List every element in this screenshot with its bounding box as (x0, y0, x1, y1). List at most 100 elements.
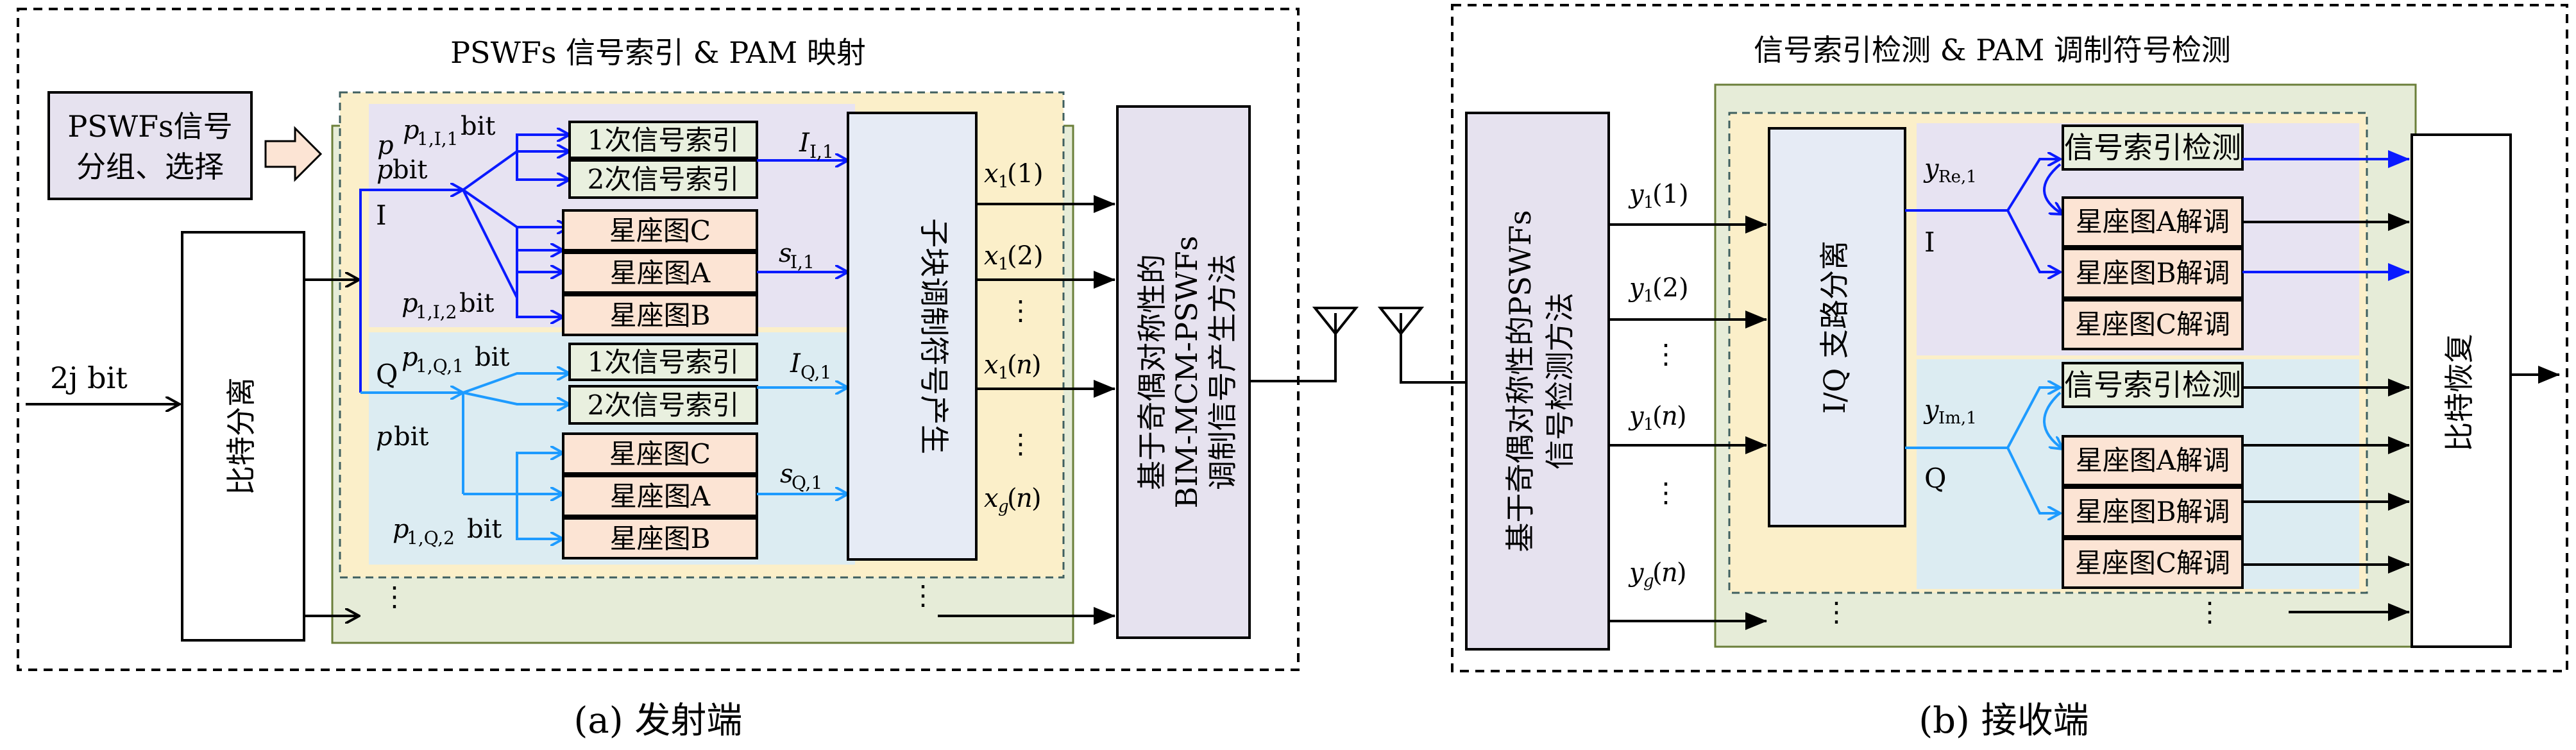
svg-text:bit: bit (393, 155, 427, 185)
svg-text:星座图C: 星座图C (609, 438, 711, 470)
svg-text:I,1: I,1 (809, 141, 834, 162)
svg-text:y: y (1628, 558, 1645, 588)
svg-text:1: 1 (1643, 287, 1654, 306)
input-bits-label: 2j bit (50, 361, 128, 395)
rx-q-idx (2062, 362, 2244, 408)
receiver-frame (1451, 4, 2568, 672)
svg-text:(: ( (1007, 484, 1017, 513)
symbol-gen-label: 子块调制符号产生 (917, 218, 951, 454)
tx-i-idx1 (568, 121, 758, 159)
rx-i-demod-a (2062, 196, 2244, 248)
svg-text:星座图A解调: 星座图A解调 (2076, 206, 2230, 237)
svg-text:1次信号索引: 1次信号索引 (588, 346, 740, 378)
svg-text:1,I,2: 1,I,2 (416, 302, 457, 323)
svg-text:p: p (403, 115, 419, 145)
svg-text:BIM-MCM-PSWFs: BIM-MCM-PSWFs (1169, 236, 1204, 509)
svg-text:1,Q,1: 1,Q,1 (416, 355, 464, 377)
svg-text:1: 1 (998, 173, 1009, 192)
tx-i-const-b (562, 294, 758, 336)
svg-text:p: p (377, 131, 394, 160)
svg-text:bit: bit (461, 112, 495, 141)
svg-text:n: n (1016, 350, 1033, 380)
svg-text:x: x (984, 484, 999, 513)
svg-text:星座图B: 星座图B (610, 300, 711, 331)
svg-text:I: I (1924, 226, 1935, 258)
transmitter-title: PSWFs 信号索引 & PAM 映射 (450, 35, 866, 70)
svg-text:Q,1: Q,1 (792, 472, 822, 493)
svg-text:⋮: ⋮ (1007, 294, 1034, 326)
svg-text:x: x (984, 241, 999, 271)
svg-text:bit: bit (394, 422, 428, 452)
svg-text:y: y (1923, 154, 1940, 183)
svg-text:g: g (1643, 572, 1654, 591)
generator-box (1116, 105, 1251, 639)
receiver-panel: 信号索引检测 & PAM 调制符号检测 基于奇偶对称性的PSWFs 信号检测方法… (1377, 4, 2568, 742)
svg-text:星座图A解调: 星座图A解调 (2076, 445, 2230, 476)
transmitter-panel: PSWFs 信号索引 & PAM 映射 PSWFs信号 分组、选择 2j bit… (17, 8, 1359, 742)
svg-text:n: n (1661, 558, 1678, 588)
transmitter-caption: (a) 发射端 (574, 700, 743, 742)
rx-q-demod-a (2062, 435, 2244, 486)
svg-text:Q: Q (1924, 463, 1946, 494)
svg-text:Im,1: Im,1 (1938, 409, 1977, 428)
svg-text:bit: bit (475, 343, 509, 372)
rx-q-demod-b (2062, 486, 2244, 538)
svg-text:Q,1: Q,1 (801, 362, 831, 383)
svg-text:n: n (1016, 484, 1033, 513)
svg-text:x: x (984, 350, 999, 380)
svg-text:p: p (402, 343, 418, 372)
receiver-title: 信号索引检测 & PAM 调制符号检测 (1754, 33, 2231, 67)
group-select-line2: 分组、选择 (76, 149, 224, 184)
svg-text:y: y (1628, 273, 1645, 303)
svg-text:2次信号索引: 2次信号索引 (588, 164, 740, 195)
svg-text:星座图C: 星座图C (609, 215, 711, 246)
svg-text:星座图C解调: 星座图C解调 (2075, 309, 2230, 340)
transmitter-frame (17, 8, 1300, 671)
tx-q-idx2 (568, 385, 758, 425)
svg-text:I,1: I,1 (790, 251, 815, 273)
svg-text:星座图B解调: 星座图B解调 (2076, 496, 2230, 527)
svg-text:p: p (376, 422, 393, 452)
hollow-arrow-icon (264, 126, 323, 182)
svg-text:g: g (998, 497, 1009, 516)
iq-split-box (1768, 127, 1906, 527)
svg-text:(1): (1) (1007, 159, 1044, 189)
rx-i-idx (2062, 124, 2244, 171)
svg-text:I/Q 支路分离: I/Q 支路分离 (1817, 241, 1852, 414)
rx-i-demod-c (2062, 299, 2244, 350)
svg-text:(1): (1) (1652, 180, 1689, 209)
svg-text:1,I,1: 1,I,1 (417, 128, 459, 149)
svg-text:基于奇偶对称性的: 基于奇偶对称性的 (1135, 254, 1169, 490)
svg-text:⋮: ⋮ (1823, 596, 1850, 627)
tx-dots-left: ⋮ (381, 581, 408, 612)
tx-q-const-b (562, 517, 758, 559)
bit-recover-box (2411, 133, 2512, 648)
svg-text:x: x (984, 159, 999, 189)
svg-text:bit: bit (467, 515, 502, 544)
svg-text:s: s (779, 239, 792, 268)
tx-q-const-a (562, 475, 758, 517)
rx-detect-box (1465, 112, 1610, 651)
svg-text:信号索引检测: 信号索引检测 (2064, 368, 2241, 402)
svg-text:I: I (790, 349, 801, 379)
svg-text:y: y (1628, 180, 1645, 209)
svg-text:1次信号索引: 1次信号索引 (588, 124, 740, 156)
svg-text:1: 1 (1643, 193, 1654, 212)
svg-text:1: 1 (998, 255, 1009, 274)
svg-text:信号检测方法: 信号检测方法 (1543, 293, 1577, 470)
tx-dashed-inner (339, 91, 1065, 579)
tx-q-const-c (562, 432, 758, 475)
group-select-box (47, 91, 253, 200)
antenna-icon (1377, 307, 1425, 336)
svg-text:I: I (799, 128, 810, 158)
tx-q-idx1 (568, 343, 758, 381)
svg-text:星座图B: 星座图B (610, 523, 711, 554)
svg-text:(: ( (1652, 402, 1663, 431)
svg-text:y: y (1628, 402, 1645, 431)
bit-split-label: 比特分离 (224, 377, 258, 495)
svg-text:(2): (2) (1007, 241, 1044, 271)
bit-split-box (181, 231, 305, 642)
svg-text:p: p (377, 155, 393, 185)
svg-text:⋮: ⋮ (910, 579, 936, 611)
